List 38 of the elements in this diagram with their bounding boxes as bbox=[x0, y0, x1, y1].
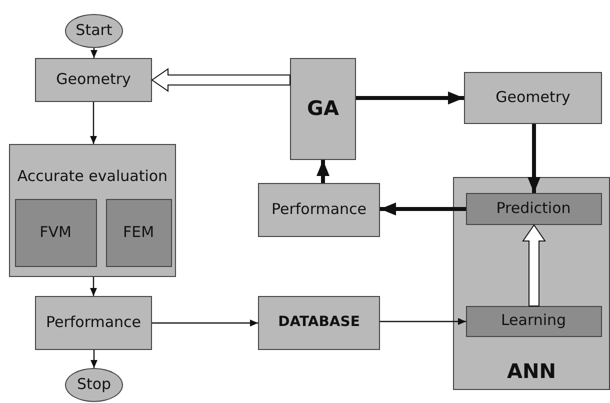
node-label: Prediction bbox=[495, 198, 572, 217]
node-label: ANN bbox=[506, 359, 557, 383]
arrow bbox=[380, 202, 466, 216]
node-label: Start bbox=[74, 21, 114, 40]
arrow bbox=[528, 124, 540, 193]
sub-process-box bbox=[14, 198, 96, 266]
process-box bbox=[290, 58, 356, 160]
node-label: Performance bbox=[44, 313, 142, 332]
node-label: Geometry bbox=[55, 70, 132, 88]
node-label: FVM bbox=[38, 222, 72, 241]
arrow bbox=[90, 350, 98, 368]
hollow-arrow bbox=[151, 68, 290, 92]
process-box bbox=[35, 296, 152, 350]
node-label: Performance bbox=[270, 200, 368, 218]
process-box bbox=[35, 58, 152, 102]
sub-process-box bbox=[106, 198, 172, 266]
arrow bbox=[152, 320, 258, 326]
node-label: DATABASE bbox=[277, 314, 361, 330]
sub-process-box bbox=[466, 306, 602, 336]
sub-process-box bbox=[466, 192, 602, 224]
arrow bbox=[90, 102, 97, 144]
node-label: GA bbox=[306, 96, 340, 120]
node-label: Accurate evaluation bbox=[16, 167, 169, 185]
arrow bbox=[316, 160, 330, 183]
group-box bbox=[9, 144, 176, 277]
node-label: Geometry bbox=[494, 88, 572, 106]
hollow-arrow bbox=[522, 224, 546, 306]
arrow bbox=[380, 318, 466, 325]
process-box bbox=[464, 72, 602, 124]
process-box bbox=[258, 296, 380, 350]
node-label: Learning bbox=[500, 311, 568, 330]
group-box bbox=[453, 177, 610, 390]
process-box bbox=[258, 183, 380, 237]
node-label: FEM bbox=[122, 222, 156, 241]
arrow bbox=[90, 48, 98, 58]
node-label: Stop bbox=[76, 375, 112, 394]
arrow bbox=[90, 277, 97, 296]
arrow bbox=[356, 92, 464, 104]
